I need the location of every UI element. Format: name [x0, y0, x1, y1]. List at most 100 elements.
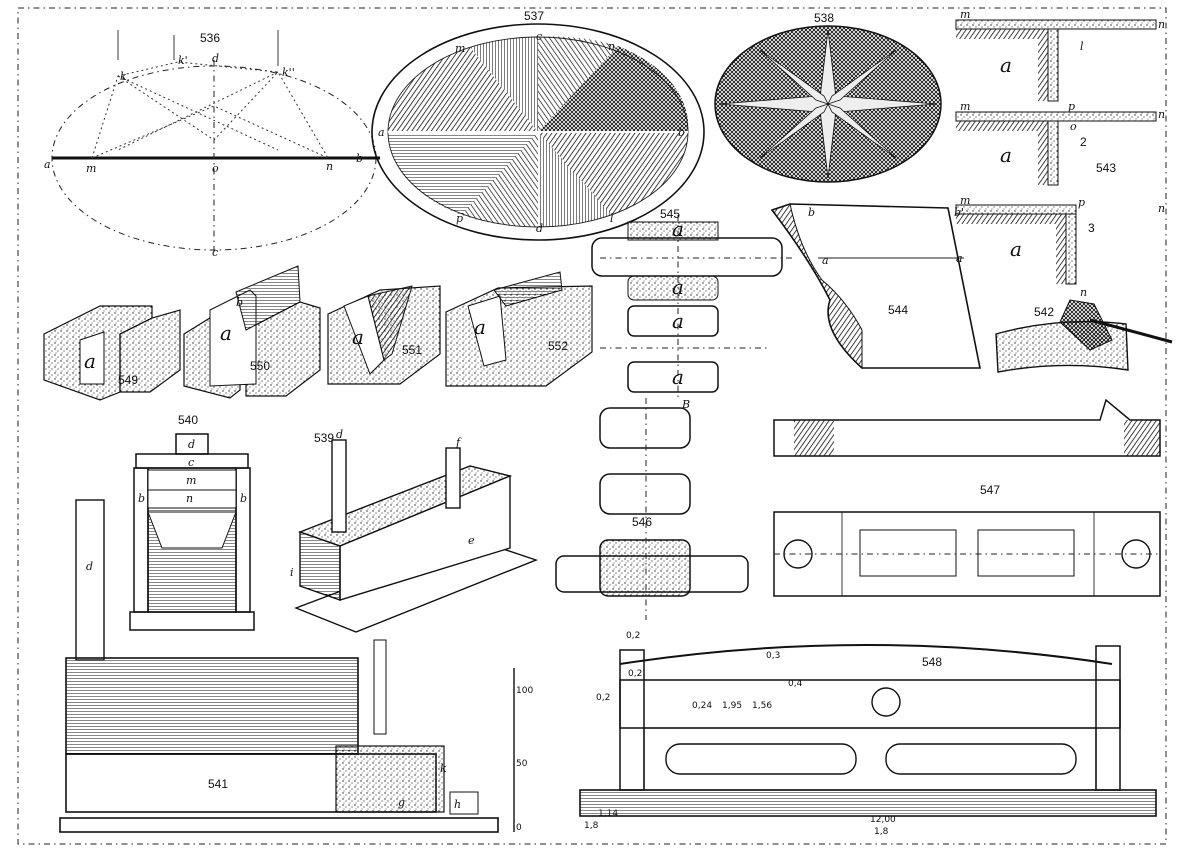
- label: k'': [282, 66, 295, 79]
- label: 2: [1080, 135, 1087, 149]
- label: m: [86, 162, 96, 175]
- figure-551: 551 a: [327, 285, 441, 385]
- label: l: [1080, 40, 1084, 53]
- label: b': [954, 206, 964, 219]
- scale-label: 50: [516, 759, 528, 769]
- label: a: [672, 365, 684, 389]
- plate-border: [17, 7, 1167, 845]
- label: e: [468, 534, 475, 547]
- scale-label: 0: [516, 823, 522, 833]
- figure-number: 543: [1096, 161, 1116, 175]
- dimension: 0,4: [788, 679, 803, 689]
- label: a: [378, 126, 385, 139]
- label: o: [212, 162, 219, 175]
- figure-number: 541: [208, 777, 228, 791]
- figure-538: 538: [714, 11, 942, 183]
- label: m: [960, 8, 970, 21]
- figure-549: 549 a: [43, 305, 181, 401]
- label: a: [1010, 237, 1022, 261]
- label: n: [1158, 108, 1165, 121]
- label: b: [240, 492, 247, 505]
- label: l: [610, 212, 614, 225]
- label: n: [608, 40, 615, 53]
- figure-543: 543 m n l a m p n o 2 a m p n 3 a n: [955, 8, 1165, 299]
- label: a: [1000, 143, 1012, 167]
- dimension: 1,8: [584, 821, 599, 831]
- label: c: [212, 246, 218, 259]
- figure-number: 549: [118, 373, 138, 387]
- label: a: [84, 349, 96, 373]
- label: p: [1068, 100, 1075, 113]
- label: m: [186, 474, 196, 487]
- label: a: [474, 315, 486, 339]
- figure-539: 539 d f e i: [290, 428, 539, 633]
- label: a: [672, 217, 684, 241]
- label: c: [536, 30, 542, 43]
- dimension: 0,2: [628, 669, 642, 679]
- label: n: [1158, 202, 1165, 215]
- figure-number: 537: [524, 9, 544, 23]
- dimension: 0,2: [596, 693, 610, 703]
- label: n: [1080, 286, 1087, 299]
- figure-548: 548 0,2 0,2 0,3 0,24 1,95 1,56 0,4 0,2 1…: [579, 631, 1157, 837]
- label: 3: [1088, 221, 1095, 235]
- label: k: [440, 762, 447, 775]
- figure-number: 540: [178, 413, 198, 427]
- figure-number: 546: [632, 515, 652, 529]
- label: a: [220, 321, 232, 345]
- figure-number: 536: [200, 31, 220, 45]
- label: m: [960, 100, 970, 113]
- label: b: [678, 126, 685, 139]
- figure-number: 551: [402, 343, 422, 357]
- figure-number: 542: [1034, 305, 1054, 319]
- figure-542: 542: [995, 299, 1173, 373]
- label: k: [120, 70, 127, 83]
- figure-number: 552: [548, 339, 568, 353]
- label: c: [188, 456, 194, 469]
- figure-number: 547: [980, 483, 1000, 497]
- label: h: [454, 798, 461, 811]
- label: n: [1158, 18, 1165, 31]
- label: f: [455, 436, 462, 449]
- dimension: 12,00: [870, 815, 896, 825]
- figure-545: 545 a a a a: [591, 207, 792, 400]
- label: b: [356, 152, 363, 165]
- figure-546: 546 B: [555, 398, 749, 620]
- label: B: [681, 398, 690, 411]
- figure-number: 539: [314, 431, 334, 445]
- figure-540: 540 d c m n b b: [129, 413, 255, 631]
- label: a: [672, 275, 684, 299]
- figure-536: 536 k k' d k'' a m o n b c: [44, 30, 380, 259]
- figure-number: 544: [888, 303, 908, 317]
- label: a: [1000, 53, 1012, 77]
- dimension: 1,56: [752, 701, 772, 711]
- dimension: 1,95: [722, 701, 742, 711]
- label: p: [456, 212, 463, 225]
- label: a: [956, 252, 963, 265]
- figure-547: 547: [773, 398, 1161, 597]
- label: i: [290, 566, 294, 579]
- figure-537: 537 m c n a b p d l: [371, 9, 705, 241]
- label: o: [1070, 120, 1077, 133]
- dimension: 0,2: [626, 631, 640, 641]
- dimension: 1,14: [598, 809, 618, 819]
- label: b: [808, 206, 815, 219]
- label: n: [186, 492, 193, 505]
- label: a: [44, 158, 51, 171]
- label: g: [398, 796, 405, 809]
- label: a: [352, 325, 364, 349]
- label: d: [188, 438, 195, 451]
- label: k': [178, 54, 188, 67]
- label: d: [86, 560, 93, 573]
- figure-541: 541 d k h g 100 50 0: [59, 499, 533, 833]
- figure-number: 545: [660, 207, 680, 221]
- scale-label: 100: [516, 686, 533, 696]
- label: d: [536, 222, 543, 235]
- label: a: [822, 254, 829, 267]
- label: m: [455, 42, 465, 55]
- label: m: [960, 194, 970, 207]
- figure-552: 552 a: [445, 271, 593, 387]
- label: n: [326, 160, 333, 173]
- label: d: [336, 428, 343, 441]
- figure-550: 550 a b: [183, 265, 321, 399]
